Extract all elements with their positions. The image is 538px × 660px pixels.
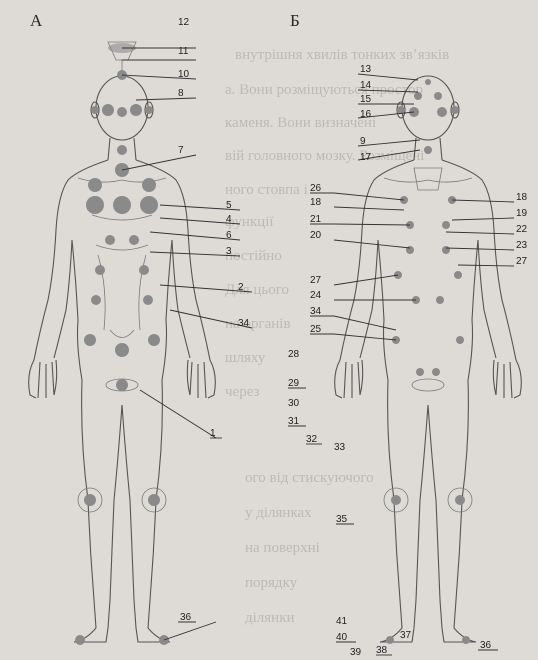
panel-title-a: А [30,11,43,30]
point-label: 20 [310,230,322,241]
point-label: 9 [360,136,366,147]
point-label: 16 [360,109,372,120]
point-label: 27 [310,275,322,286]
point-label: 17 [360,152,372,163]
point-label: 35 [336,514,348,525]
point-label: 18 [516,192,528,203]
point-label: 32 [306,434,318,445]
labels-panel-b: 13 14 15 16 9 17 18 19 22 23 27 26 18 21… [288,64,528,658]
figure-a: 12 11 10 8 7 5 4 6 3 2 34 1 36 [29,17,252,645]
point-label: 19 [516,208,528,219]
point-label: 36 [480,640,492,651]
point-label: 40 [336,632,348,643]
point-label: 6 [226,230,232,241]
point-label: 13 [360,64,372,75]
point-label: 27 [516,256,528,267]
point-label: 34 [238,318,250,329]
point-label: 37 [400,630,412,641]
point-label: 18 [310,197,322,208]
point-label: 39 [350,647,362,658]
point-label: 34 [310,306,322,317]
point-label: 4 [226,214,232,225]
point-label: 21 [310,214,322,225]
point-label: 24 [310,290,322,301]
point-label: 8 [178,88,184,99]
point-label: 7 [178,145,184,156]
figure-b: 13 14 15 16 9 17 18 19 22 23 27 26 18 21… [178,64,528,658]
point-label: 26 [310,183,322,194]
panel-title-b: Б [290,11,300,30]
point-label: 14 [360,80,372,91]
point-label: 5 [226,200,232,211]
point-label: 1 [210,428,216,439]
point-label: 10 [178,69,190,80]
point-label: 41 [336,616,348,627]
point-label: 28 [288,349,300,360]
point-label: 33 [334,442,346,453]
point-label: 23 [516,240,528,251]
point-label: 11 [178,46,189,57]
point-label: 25 [310,324,322,335]
point-label: 12 [178,17,190,28]
point-label: 31 [288,416,300,427]
point-label: 30 [288,398,300,409]
point-label: 3 [226,246,232,257]
point-label: 2 [238,282,244,293]
point-label: 36 [180,612,192,623]
point-label: 38 [376,645,388,656]
point-label: 22 [516,224,528,235]
point-label: 15 [360,94,372,105]
point-label: 29 [288,378,300,389]
